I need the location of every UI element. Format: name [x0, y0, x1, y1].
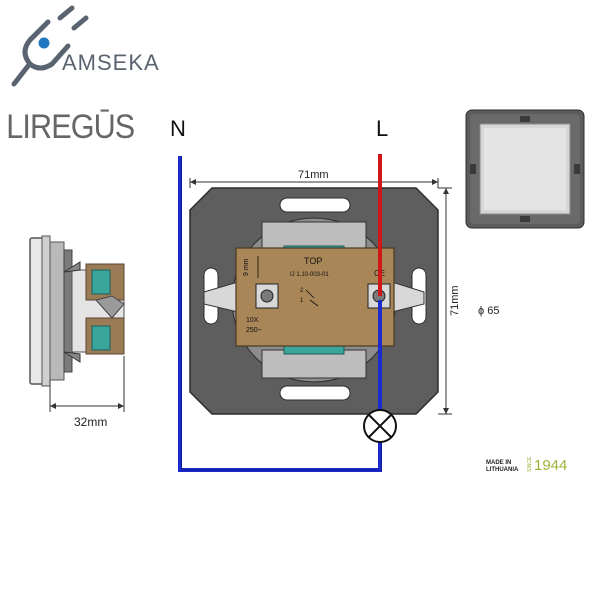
switch-front-thumbnail	[465, 109, 585, 229]
strip-length: 9 mm	[243, 258, 250, 276]
width-dimension: 71mm	[298, 169, 329, 181]
label-terminal-2: 2	[300, 288, 304, 294]
live-label: L	[376, 116, 388, 141]
label-code: IJ 1.10-003-01	[290, 272, 329, 278]
amseka-logo: AMSEKA	[11, 5, 160, 87]
neutral-label: N	[170, 116, 186, 141]
diameter-dimension: ϕ 65	[478, 305, 499, 317]
depth-dimension: 32mm	[74, 415, 107, 429]
lamp-icon	[363, 409, 397, 443]
label-rating-voltage: 250~	[246, 327, 262, 334]
plug-icon	[11, 5, 89, 87]
label-terminal-1: 1	[300, 298, 304, 304]
front-view: 9 mm TOP IJ 1.10-003-01 CE 2 1 10X 250~ …	[189, 169, 499, 415]
label-rating-current: 10X	[246, 317, 259, 324]
made-in-country: LITHUANIA	[486, 467, 519, 473]
height-dimension: 71mm	[449, 285, 461, 316]
since-text: SINCE	[527, 456, 533, 472]
made-in-badge: MADE IN LITHUANIA SINCE 1944	[486, 456, 567, 474]
since-year: 1944	[534, 457, 567, 474]
liregus-logo: LIREGŪS	[6, 108, 134, 146]
label-top: TOP	[304, 256, 322, 266]
wiring: N L	[170, 116, 397, 472]
made-in-text: MADE IN	[486, 460, 511, 466]
side-view: 32mm	[29, 235, 125, 429]
amseka-wordmark: AMSEKA	[62, 50, 160, 75]
